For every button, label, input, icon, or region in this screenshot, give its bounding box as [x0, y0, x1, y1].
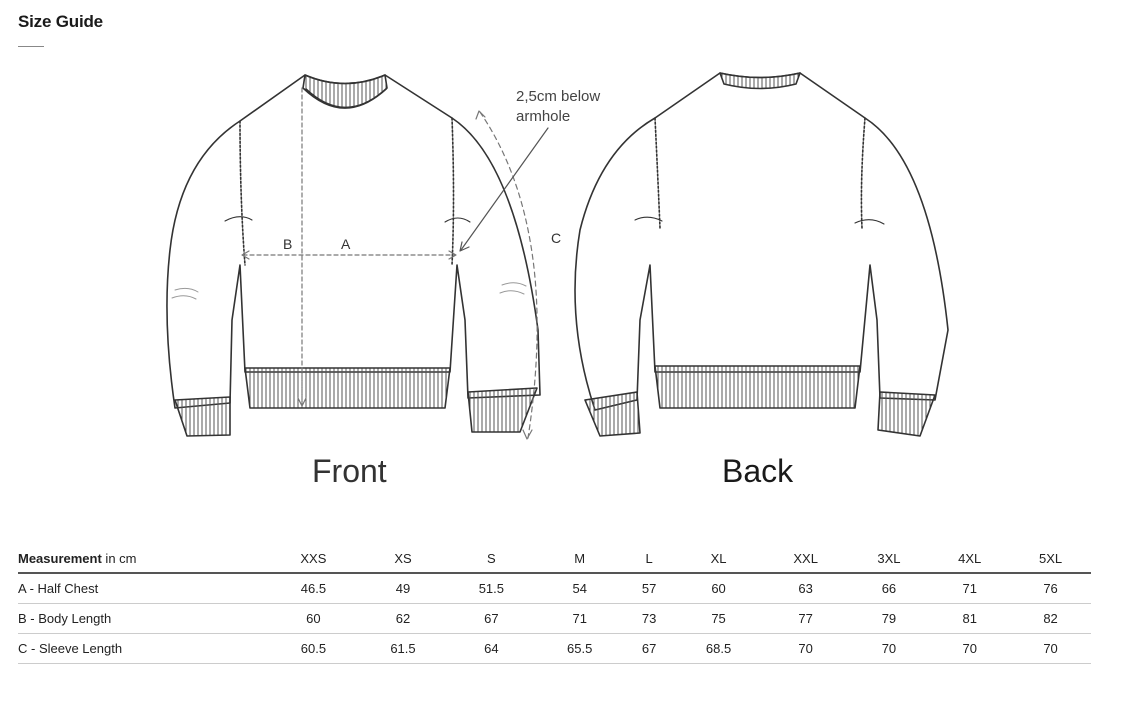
table-cell: 49	[358, 573, 448, 604]
size-header: XXL	[762, 545, 849, 574]
table-cell: 46.5	[268, 573, 359, 604]
size-header: S	[447, 545, 536, 574]
table-row: A - Half Chest 46.5 49 51.5 54 57 60 63 …	[18, 573, 1091, 604]
table-cell: 82	[1010, 603, 1091, 634]
table-cell: 70	[1010, 633, 1091, 664]
row-label: B - Body Length	[18, 603, 268, 634]
table-row: C - Sleeve Length 60.5 61.5 64 65.5 67 6…	[18, 633, 1091, 664]
back-sweatshirt-drawing	[574, 72, 949, 437]
table-cell: 71	[535, 603, 624, 634]
table-cell: 70	[929, 633, 1011, 664]
table-cell: 77	[762, 603, 849, 634]
measurement-column-header: Measurement in cm	[18, 545, 268, 574]
table-cell: 75	[674, 603, 763, 634]
size-header: XXS	[268, 545, 359, 574]
table-cell: 60	[268, 603, 359, 634]
size-header: L	[623, 545, 675, 574]
sweatshirt-illustration: B A C	[166, 72, 949, 440]
dimension-a-label: A	[341, 236, 351, 252]
size-header: 4XL	[929, 545, 1011, 574]
dimension-b-label: B	[283, 236, 292, 252]
table-cell: 70	[762, 633, 849, 664]
size-header: M	[535, 545, 624, 574]
table-cell: 60	[674, 573, 763, 604]
table-cell: 67	[447, 603, 536, 634]
back-view-label: Back	[722, 453, 794, 489]
table-cell: 63	[762, 573, 849, 604]
table-cell: 54	[535, 573, 624, 604]
row-label: C - Sleeve Length	[18, 633, 268, 664]
table-cell: 81	[929, 603, 1011, 634]
size-header: XL	[674, 545, 763, 574]
size-header: XS	[358, 545, 448, 574]
table-cell: 61.5	[358, 633, 448, 664]
table-cell: 68.5	[674, 633, 763, 664]
note-line-1: 2,5cm below	[516, 88, 601, 105]
table-cell: 73	[623, 603, 675, 634]
title-divider	[18, 46, 44, 47]
table-cell: 66	[848, 573, 930, 604]
row-label: A - Half Chest	[18, 573, 268, 604]
table-cell: 76	[1010, 573, 1091, 604]
table-cell: 67	[623, 633, 675, 664]
dimension-c-label: C	[551, 230, 561, 246]
table-cell: 57	[623, 573, 675, 604]
unit-header-text: in cm	[101, 551, 137, 566]
table-cell: 79	[848, 603, 930, 634]
size-header: 3XL	[848, 545, 930, 574]
table-cell: 62	[358, 603, 448, 634]
front-sweatshirt-drawing	[166, 74, 549, 440]
front-view-label: Front	[312, 453, 387, 489]
size-chart-table: Measurement in cm XXS XS S M L XL XXL 3X…	[18, 545, 1091, 664]
table-cell: 70	[848, 633, 930, 664]
measurement-header-text: Measurement	[18, 551, 102, 566]
table-header-row: Measurement in cm XXS XS S M L XL XXL 3X…	[18, 545, 1091, 574]
table-cell: 65.5	[535, 633, 624, 664]
page-title: Size Guide	[18, 12, 103, 31]
table-row: B - Body Length 60 62 67 71 73 75 77 79 …	[18, 603, 1091, 634]
note-line-2: armhole	[516, 108, 571, 125]
table-cell: 60.5	[268, 633, 359, 664]
measurement-note: 2,5cm below armhole	[516, 87, 600, 127]
size-header: 5XL	[1010, 545, 1091, 574]
table-cell: 64	[447, 633, 536, 664]
table-cell: 51.5	[447, 573, 536, 604]
table-cell: 71	[929, 573, 1011, 604]
